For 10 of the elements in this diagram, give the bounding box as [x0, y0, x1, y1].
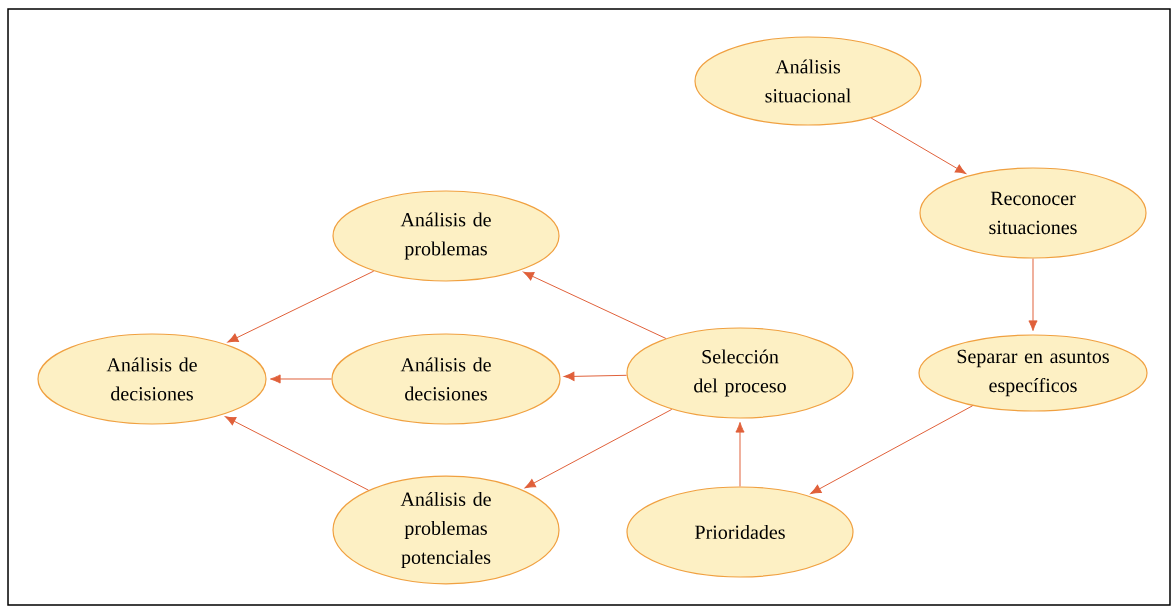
arrow [524, 408, 673, 489]
arrow [810, 405, 974, 494]
arrow [1028, 258, 1038, 331]
arrow [870, 117, 966, 174]
arrow [735, 421, 745, 487]
arrow [227, 270, 375, 343]
arrow [523, 271, 667, 339]
arrow [563, 371, 628, 381]
arrow [270, 374, 332, 384]
arrow [225, 416, 369, 491]
